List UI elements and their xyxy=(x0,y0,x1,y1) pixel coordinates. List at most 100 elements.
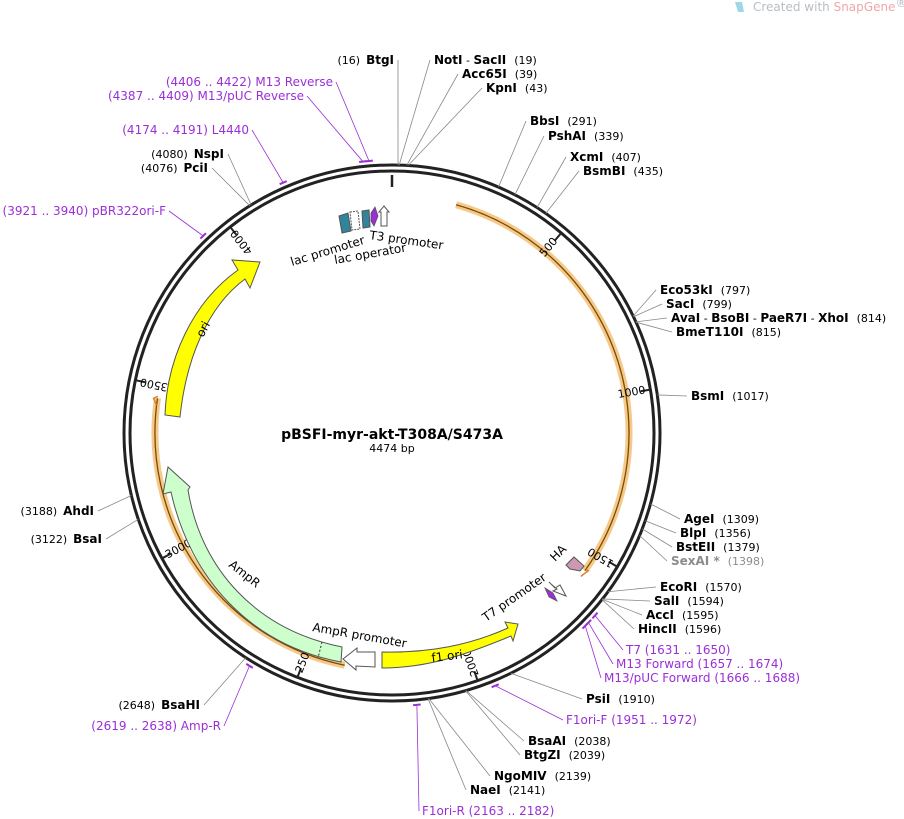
feature-ha[interactable]: HA xyxy=(547,541,585,572)
enzyme-pshai[interactable]: PshAI(339) xyxy=(548,129,624,143)
primer-site-f1ori-f xyxy=(491,683,500,689)
connector-ecori xyxy=(607,586,657,593)
primer-connector-m13-forward xyxy=(588,622,614,665)
primer-label-m13-reverse[interactable]: (4406 .. 4422) M13 Reverse xyxy=(166,75,333,89)
primer-site-m13-puc-forward xyxy=(581,622,589,630)
enzyme-blpi-part: (1356) xyxy=(714,527,751,540)
enzyme-ngomiv-part: NgoMIV xyxy=(494,769,547,783)
connector-psii xyxy=(510,672,583,700)
primer-label-m13-forward[interactable]: M13 Forward (1657 .. 1674) xyxy=(616,657,783,671)
ha-label: HA xyxy=(547,541,570,564)
enzyme-acc65i[interactable]: Acc65I(39) xyxy=(462,67,537,81)
enzyme-nspi[interactable]: (4080)NspI xyxy=(151,147,224,161)
enzyme-sali[interactable]: SalI(1594) xyxy=(654,594,724,608)
tick-mark-3500 xyxy=(135,379,146,384)
enzyme-sexai-part: (1398) xyxy=(728,555,765,568)
cap-site-box xyxy=(361,209,371,229)
enzyme-avai-xhoi-part: PaeR7I xyxy=(760,311,807,325)
lac-promoter-box xyxy=(338,212,352,234)
primer-label-l4440[interactable]: (4174 .. 4191) L4440 xyxy=(122,123,249,137)
primer-site-pbr322ori-f xyxy=(199,232,207,240)
enzyme-eco53ki-part: Eco53kI xyxy=(660,283,713,297)
t7-promoter-label: T7 promoter xyxy=(479,570,549,625)
enzyme-kpni[interactable]: KpnI(43) xyxy=(486,81,548,95)
feature-ori[interactable]: ori xyxy=(164,259,261,418)
primer-label-t7[interactable]: T7 (1631 .. 1650) xyxy=(625,643,730,657)
enzyme-noti-sacii-part: NotI xyxy=(434,53,463,67)
enzyme-pshai-part: (339) xyxy=(594,130,624,143)
enzyme-ngomiv[interactable]: NgoMIV (2139) xyxy=(494,769,591,783)
enzyme-xcmi[interactable]: XcmI(407) xyxy=(570,150,641,164)
enzyme-noti-sacii[interactable]: NotI - SacII(19) xyxy=(434,53,537,67)
connector-ahdi xyxy=(97,495,132,512)
enzyme-ecori[interactable]: EcoRI(1570) xyxy=(660,580,742,594)
enzyme-ahdi-part: AhdI xyxy=(63,504,94,518)
primer-label-amp-r[interactable]: (2619 .. 2638) Amp-R xyxy=(91,719,221,733)
enzyme-ahdi[interactable]: (3188)AhdI xyxy=(21,504,94,518)
enzyme-blpi[interactable]: BlpI (1356) xyxy=(680,526,751,540)
tick-mark-3000 xyxy=(161,552,172,560)
enzyme-avai-xhoi[interactable]: AvaI - BsoBI - PaeR7I - XhoI(814) xyxy=(671,311,886,325)
enzyme-hincii[interactable]: HincII(1596) xyxy=(638,622,721,636)
enzyme-blpi-part: BlpI xyxy=(680,526,706,540)
enzyme-sexai[interactable]: SexAI * (1398) xyxy=(671,554,764,568)
enzyme-avai-xhoi-part: (814) xyxy=(857,312,887,325)
tick-mark-2000 xyxy=(473,670,479,681)
t7-promoter-purple-mark xyxy=(544,586,558,602)
connector-xcmi xyxy=(536,156,567,208)
enzyme-eco53ki[interactable]: Eco53kI(797) xyxy=(660,283,750,297)
brand-mark: ® xyxy=(895,0,904,10)
enzyme-bsmbi-part: BsmBI xyxy=(583,164,625,178)
enzyme-bsahi-part: BsaHI xyxy=(161,698,200,712)
connector-sexai xyxy=(639,535,668,562)
enzyme-bsai[interactable]: (3122)BsaI xyxy=(31,532,102,546)
connector-kpni xyxy=(407,87,483,166)
connector-btgzi xyxy=(465,690,521,756)
enzyme-bsahi[interactable]: (2648) BsaHI xyxy=(119,698,200,712)
enzyme-bsmi[interactable]: BsmI(1017) xyxy=(691,389,769,403)
tick-label-1000: 1000 xyxy=(617,384,647,401)
enzyme-agei[interactable]: AgeI(1309) xyxy=(684,512,759,526)
enzyme-bsteii[interactable]: BstEII(1379) xyxy=(676,540,760,554)
lac-operator-box xyxy=(349,210,361,231)
primer-label-f1ori-r[interactable]: F1ori-R (2163 .. 2182) xyxy=(422,804,554,818)
enzyme-bsahi-part: (2648) xyxy=(119,699,156,712)
enzyme-btgi-part: BtgI xyxy=(366,53,394,67)
enzyme-noti-sacii-part: (19) xyxy=(514,54,537,67)
enzyme-psii[interactable]: PsiI(1910) xyxy=(586,692,655,706)
enzyme-bsmi-part: (1017) xyxy=(732,390,769,403)
primer-label-m13-puc-forward[interactable]: M13/pUC Forward (1666 .. 1688) xyxy=(604,671,800,685)
enzyme-bbsi[interactable]: BbsI(291) xyxy=(530,114,597,128)
label-connectors xyxy=(97,59,688,812)
connector-pshai xyxy=(514,135,545,195)
enzyme-btgi[interactable]: (16) BtgI xyxy=(337,53,394,67)
tick-mark-500 xyxy=(554,232,562,242)
primer-connector-f1ori-r xyxy=(416,704,420,812)
enzyme-bmet110i-part: (815) xyxy=(752,326,782,339)
feature-f1-ori[interactable]: f1 ori xyxy=(381,621,519,669)
enzyme-ngomiv-part: (2139) xyxy=(555,770,592,783)
connector-hincii xyxy=(601,599,635,630)
enzyme-nspi-part: NspI xyxy=(194,147,224,161)
enzyme-saci-part: (799) xyxy=(702,298,732,311)
enzyme-acci[interactable]: AccI(1595) xyxy=(646,608,719,622)
enzyme-btgzi[interactable]: BtgZI(2039) xyxy=(524,748,605,762)
primer-label-pbr322ori-f[interactable]: (3921 .. 3940) pBR322ori-F xyxy=(3,204,167,218)
enzyme-bsaai[interactable]: BsaAI(2038) xyxy=(528,734,611,748)
primer-connector-amp-r xyxy=(223,665,250,727)
brand-prefix: Created with xyxy=(753,0,834,14)
plasmid-length: 4474 bp xyxy=(369,442,414,455)
enzyme-sexai-part: SexAI * xyxy=(671,554,720,568)
primer-label-f1ori-f[interactable]: F1ori-F (1951 .. 1972) xyxy=(566,713,697,727)
feature-t7-promoter[interactable]: T7 promoter xyxy=(479,570,568,625)
connector-acc65i xyxy=(406,73,459,166)
enzyme-btgi-part: (16) xyxy=(337,54,360,67)
enzyme-bmet110i[interactable]: BmeT110I(815) xyxy=(676,325,781,339)
enzyme-bsmbi[interactable]: BsmBI(435) xyxy=(583,164,663,178)
primer-label-m13-puc-reverse[interactable]: (4387 .. 4409) M13/pUC Reverse xyxy=(108,89,304,103)
enzyme-saci[interactable]: SacI(799) xyxy=(666,297,732,311)
enzyme-pcii[interactable]: (4076)PciI xyxy=(141,161,208,175)
enzyme-naei[interactable]: NaeI(2141) xyxy=(470,783,545,797)
backbone-outer xyxy=(122,163,662,703)
enzyme-bsai-part: (3122) xyxy=(31,533,68,546)
